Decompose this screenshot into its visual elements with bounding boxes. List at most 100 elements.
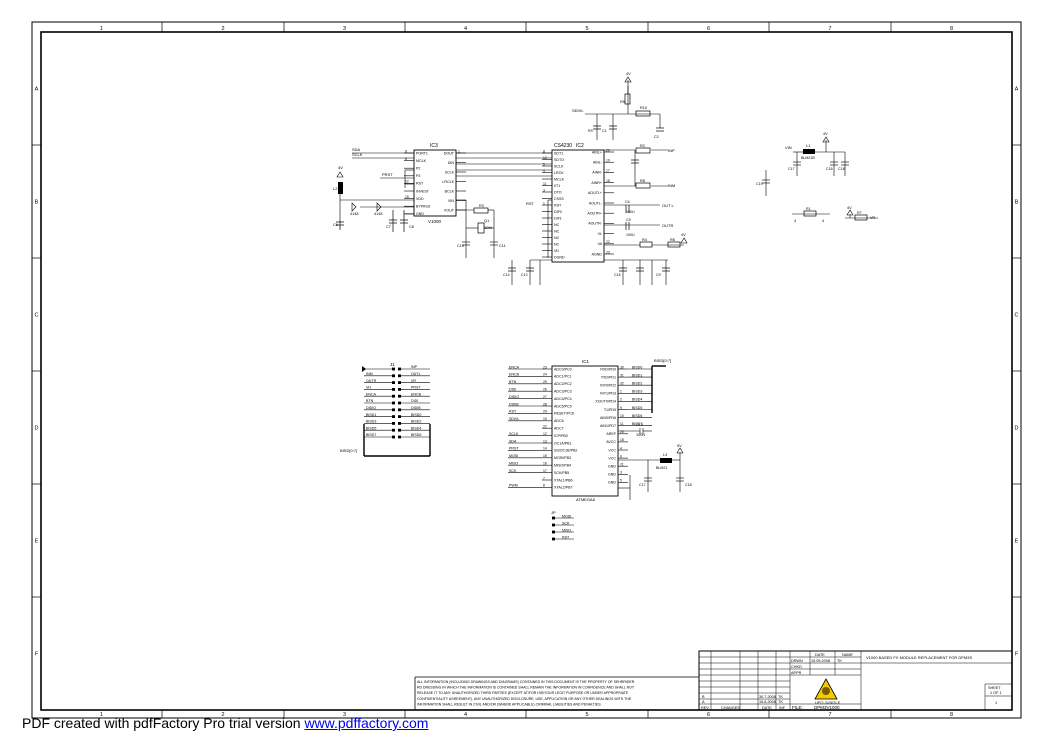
dsp-ic: IC3 V1000 PORT19MCLK8P2P3RST12INVESTVDD1… bbox=[333, 143, 552, 258]
svg-text:B: B bbox=[702, 695, 705, 699]
svg-text:R2: R2 bbox=[640, 144, 645, 148]
connector-pin-right: INP bbox=[411, 365, 418, 369]
inductor-l3 bbox=[660, 458, 672, 463]
net-label: ENCB bbox=[509, 373, 520, 377]
pin-name: I/T1 bbox=[554, 184, 560, 188]
svg-text:TK: TK bbox=[778, 695, 783, 699]
net-label: BISD0 bbox=[632, 365, 642, 369]
net-label: SCK bbox=[509, 469, 517, 473]
pin-number: 13 bbox=[543, 439, 547, 443]
svg-text:C18: C18 bbox=[838, 167, 845, 171]
power-l1: L1 bbox=[806, 143, 811, 148]
pin-name: LRCK bbox=[554, 171, 564, 175]
outer-frame bbox=[31, 21, 1022, 719]
svg-text:SHEET: SHEET bbox=[988, 686, 1001, 690]
connector-pin-left: BISD5 bbox=[366, 426, 376, 430]
pin-number: 23 bbox=[606, 250, 610, 254]
svg-text:100U: 100U bbox=[626, 233, 635, 237]
svg-text:5V: 5V bbox=[677, 444, 682, 448]
svg-text:VR: VR bbox=[870, 216, 876, 220]
border-col-label-top: 7 bbox=[828, 26, 831, 32]
border-col-label-bottom: 2 bbox=[221, 712, 224, 718]
connector-pin-right: ENCB bbox=[411, 392, 422, 396]
pin-name: ADC6 bbox=[554, 419, 564, 423]
pin-name: DGND bbox=[554, 255, 565, 259]
pin-name: GND bbox=[416, 212, 424, 216]
svg-text:R10: R10 bbox=[640, 106, 647, 110]
svg-text:C2: C2 bbox=[654, 135, 659, 139]
svg-text:1 OF 1: 1 OF 1 bbox=[990, 691, 1002, 695]
pin-number: 23 bbox=[543, 365, 547, 369]
isp-pin-label: MOSI bbox=[562, 514, 571, 518]
svg-text:4: 4 bbox=[822, 219, 824, 223]
pin-name: NC bbox=[554, 236, 560, 240]
pin-number: 21 bbox=[620, 463, 624, 467]
pin-name: GND bbox=[608, 473, 616, 477]
codec-part: CS4230 bbox=[554, 143, 572, 149]
pin-name: AOUTL- bbox=[589, 201, 603, 205]
label-l2: L2 bbox=[333, 186, 338, 191]
pin-name: DOUT bbox=[444, 151, 455, 155]
svg-text:C7: C7 bbox=[386, 225, 391, 229]
pin-name: NC bbox=[554, 242, 560, 246]
pin-name: BCLK bbox=[445, 189, 455, 193]
svg-text:R1: R1 bbox=[806, 207, 811, 211]
pin-number: 1 bbox=[458, 149, 460, 153]
isp-pin-label: MISO bbox=[562, 528, 571, 532]
svg-text:C8: C8 bbox=[409, 225, 414, 229]
svg-text:R7: R7 bbox=[857, 211, 862, 215]
pin-name: P2 bbox=[416, 167, 420, 171]
svg-text:REV: REV bbox=[701, 706, 709, 710]
inductor-l1 bbox=[803, 149, 815, 154]
border-col-label-bottom: 6 bbox=[707, 712, 710, 718]
net-label: MISO bbox=[509, 462, 518, 466]
pin-name: AINL- bbox=[593, 161, 603, 165]
pin-number: 7 bbox=[543, 476, 545, 480]
pin-name: AOUTR- bbox=[588, 222, 603, 226]
svg-text:NAME: NAME bbox=[842, 653, 853, 657]
net-inp: INP bbox=[668, 148, 675, 153]
svg-text:C5: C5 bbox=[626, 218, 631, 222]
pdf-factory-link[interactable]: www.pdffactory.com bbox=[304, 715, 429, 731]
pin-name: DIF1 bbox=[554, 216, 562, 220]
connector-ref: J1 bbox=[390, 362, 395, 367]
svg-text:4V: 4V bbox=[823, 132, 828, 136]
pin-number: 8 bbox=[543, 484, 545, 488]
pin-number: 22 bbox=[543, 425, 547, 429]
pin-number: 1 bbox=[543, 201, 545, 205]
net-sda: SDA bbox=[352, 147, 361, 152]
pin-number: 4 bbox=[543, 169, 545, 173]
inner-frame bbox=[40, 31, 1013, 711]
codec-left-pins: SDT18SDTO12SCLK5LRCK4MCLKI/T111DTO3CSSSR… bbox=[542, 149, 565, 259]
net-label: BISD4 bbox=[632, 398, 642, 402]
svg-text:4V: 4V bbox=[626, 72, 631, 76]
svg-text:100U: 100U bbox=[626, 210, 635, 214]
connector-pin-right: BISD4 bbox=[411, 426, 421, 430]
label-d1: 4148 bbox=[350, 212, 358, 216]
net-rst: RST bbox=[526, 201, 535, 206]
pin-name: AOUTR+ bbox=[587, 212, 602, 216]
pin-number: 25 bbox=[543, 380, 547, 384]
resistor-r1 bbox=[803, 210, 817, 217]
connector-pin-left: INM bbox=[366, 372, 373, 376]
power-vin: VIN bbox=[785, 145, 792, 150]
codec-ic: CS4230 IC2 SDT18SDTO12SCLK5LRCK4MCLKI/T1… bbox=[503, 72, 688, 285]
pin-name: NC bbox=[554, 223, 560, 227]
pin-number: 12 bbox=[543, 432, 547, 436]
net-label: PRST bbox=[509, 447, 519, 451]
svg-text:CHANGES: CHANGES bbox=[721, 706, 740, 710]
border-col-label-top: 8 bbox=[950, 26, 953, 32]
pin-number: 9 bbox=[405, 149, 407, 153]
border-row-label-right: A bbox=[1015, 87, 1019, 93]
codec-ref: IC2 bbox=[576, 143, 584, 149]
mcu-ic: IC1 ATMEGA8 ADC0/PC023ENCAADC1/PC124ENCB… bbox=[508, 358, 692, 502]
pin-name: NC bbox=[554, 229, 560, 233]
pin-number: 4 bbox=[620, 446, 622, 450]
connector-pin-right: BISD2 bbox=[411, 420, 421, 424]
pin-name: AIN1/PD7 bbox=[600, 424, 616, 428]
border-ticks bbox=[32, 22, 1021, 718]
border-col-label-top: 2 bbox=[221, 26, 224, 32]
pin-number: 16 bbox=[543, 462, 547, 466]
